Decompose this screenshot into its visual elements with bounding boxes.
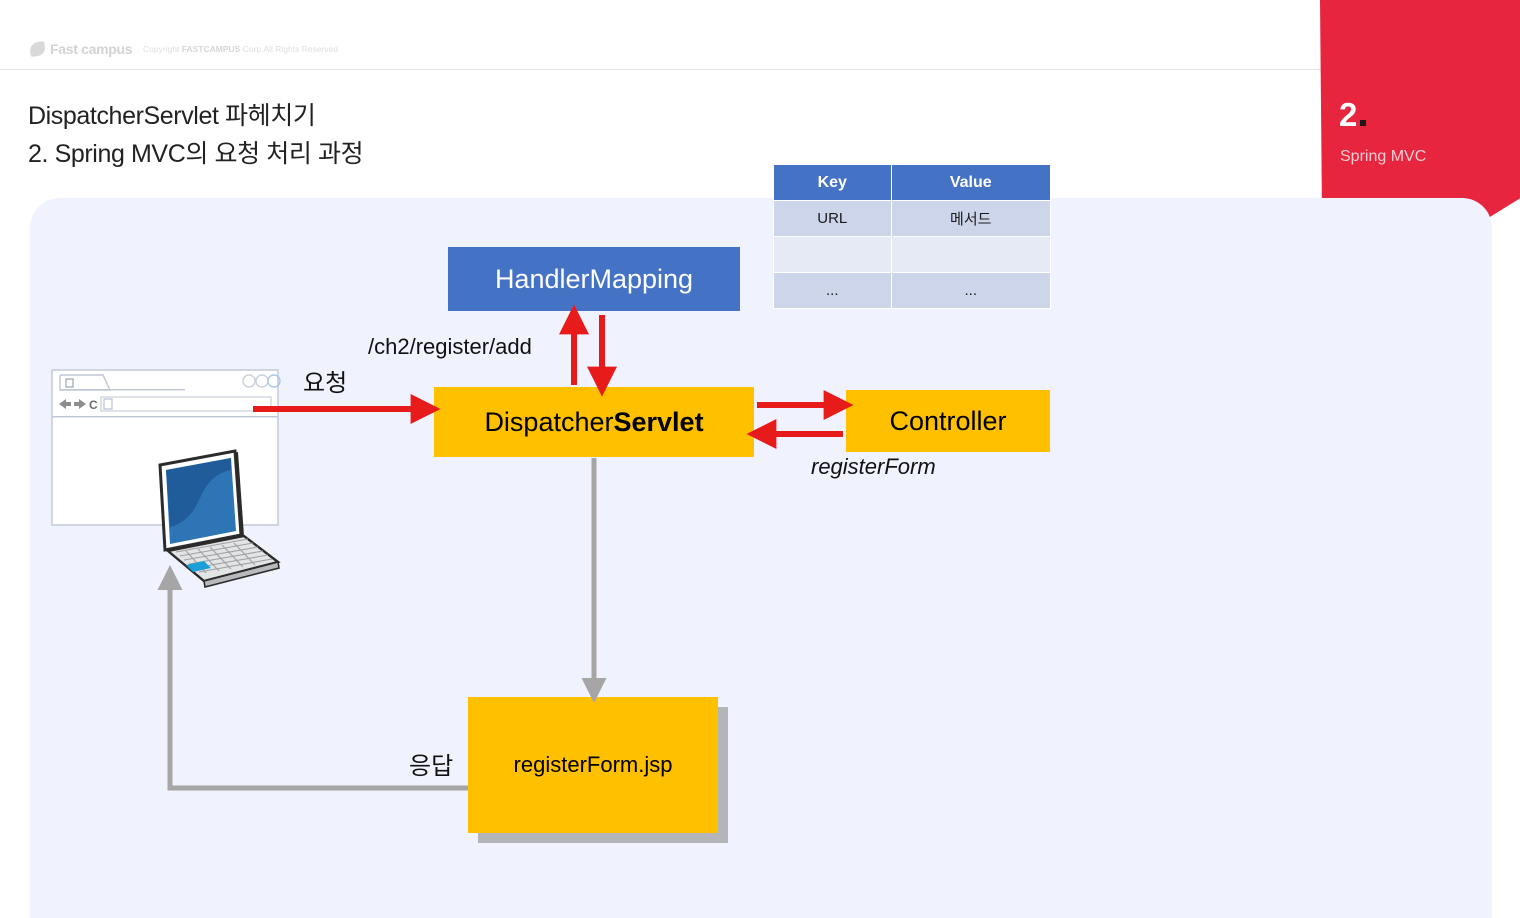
table-row: URL 메서드 xyxy=(773,200,1051,237)
node-dispatcher-servlet-label-regular: Dispatcher xyxy=(484,406,614,437)
label-request: 요청 xyxy=(303,370,348,397)
chapter-label: Spring MVC xyxy=(1340,148,1427,165)
node-controller-label: Controller xyxy=(889,405,1007,436)
copyright-prefix: Copyright xyxy=(143,44,182,54)
table-cell-value: 메서드 xyxy=(890,200,1051,237)
copyright-brand: FASTCAMPUS xyxy=(181,44,241,54)
table-row: ... ... xyxy=(773,272,1051,309)
node-register-form-jsp-label: registerForm.jsp xyxy=(513,752,673,777)
table-cell-value xyxy=(890,236,1051,273)
label-url-path: /ch2/register/add xyxy=(368,334,532,359)
chapter-number-value: 2 xyxy=(1339,96,1358,133)
copyright-suffix: Corp.All Rights Reserved xyxy=(240,44,339,54)
table-cell-key: URL xyxy=(773,200,892,237)
page-title: DispatcherServlet 파헤치기 xyxy=(28,102,316,130)
label-controller-return: registerForm xyxy=(811,454,936,479)
chapter-number-dot xyxy=(1360,120,1367,126)
node-handler-mapping-label: HandlerMapping xyxy=(494,263,694,294)
node-register-form-jsp[interactable]: registerForm.jsp xyxy=(468,697,718,833)
node-controller[interactable]: Controller xyxy=(846,390,1050,452)
table-cell-key xyxy=(773,236,892,273)
node-handler-mapping[interactable]: HandlerMapping xyxy=(448,247,740,311)
handler-mapping-table: Key Value URL 메서드 ... ... xyxy=(773,164,1051,309)
table-cell-key: ... xyxy=(773,272,892,309)
table-header-row: Key Value xyxy=(773,164,1051,201)
table-cell-value: ... xyxy=(890,272,1051,309)
header-bar xyxy=(0,0,1330,70)
table-row xyxy=(773,236,1051,273)
node-dispatcher-servlet-label-bold: Servlet xyxy=(613,406,704,437)
diagram-panel xyxy=(30,198,1492,918)
brand-name: Fast campus xyxy=(50,41,133,57)
page-subtitle: 2. Spring MVC의 요청 처리 과정 xyxy=(28,140,364,168)
label-response: 응답 xyxy=(409,753,454,780)
chapter-number: 2 xyxy=(1339,96,1367,133)
table-header-key: Key xyxy=(773,164,892,201)
table-header-value: Value xyxy=(890,164,1051,201)
copyright-text: Copyright FASTCAMPUS Corp.All Rights Res… xyxy=(143,44,338,54)
